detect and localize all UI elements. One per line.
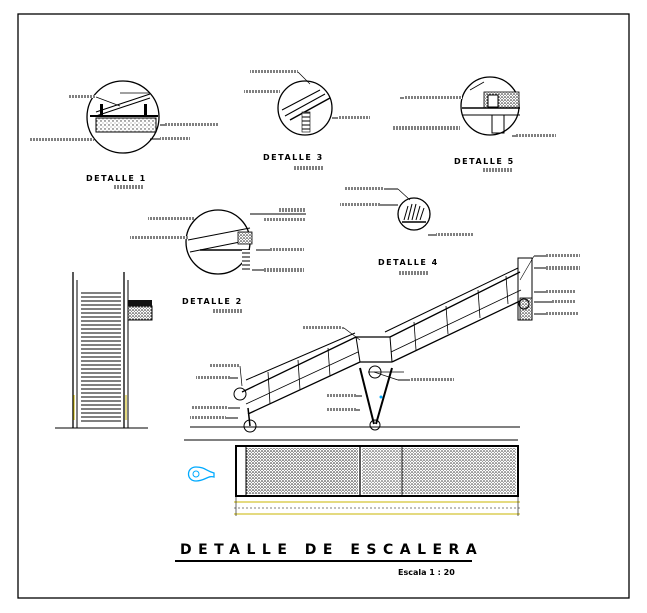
detail-2-scale-bar <box>212 309 242 313</box>
sheet-border <box>17 13 630 599</box>
detail-1-drawing <box>30 80 218 154</box>
stair-plan-view <box>184 439 520 516</box>
detail-4-drawing <box>340 187 474 236</box>
detail-2-drawing <box>130 208 306 275</box>
detail-5-drawing <box>392 76 556 137</box>
detail-3-drawing <box>244 70 370 136</box>
stair-front-elevation <box>55 272 153 429</box>
detail-2-label: DETALLE 2 <box>182 297 243 306</box>
detail-3-scale-bar <box>293 166 323 170</box>
detail-1-label: DETALLE 1 <box>86 174 147 183</box>
detail-4-scale-bar <box>398 271 428 275</box>
north-arrow-icon <box>187 466 215 482</box>
scale-label: Escala 1 : 20 <box>398 568 455 577</box>
detail-5-label: DETALLE 5 <box>454 157 515 166</box>
detail-3-label: DETALLE 3 <box>263 153 324 162</box>
detail-4-label: DETALLE 4 <box>378 258 439 267</box>
detail-1-scale-bar <box>113 185 143 189</box>
stair-side-elevation <box>190 254 580 433</box>
drawing-title: DETALLE DE ESCALERA <box>180 542 484 558</box>
detail-5-scale-bar <box>483 168 513 172</box>
